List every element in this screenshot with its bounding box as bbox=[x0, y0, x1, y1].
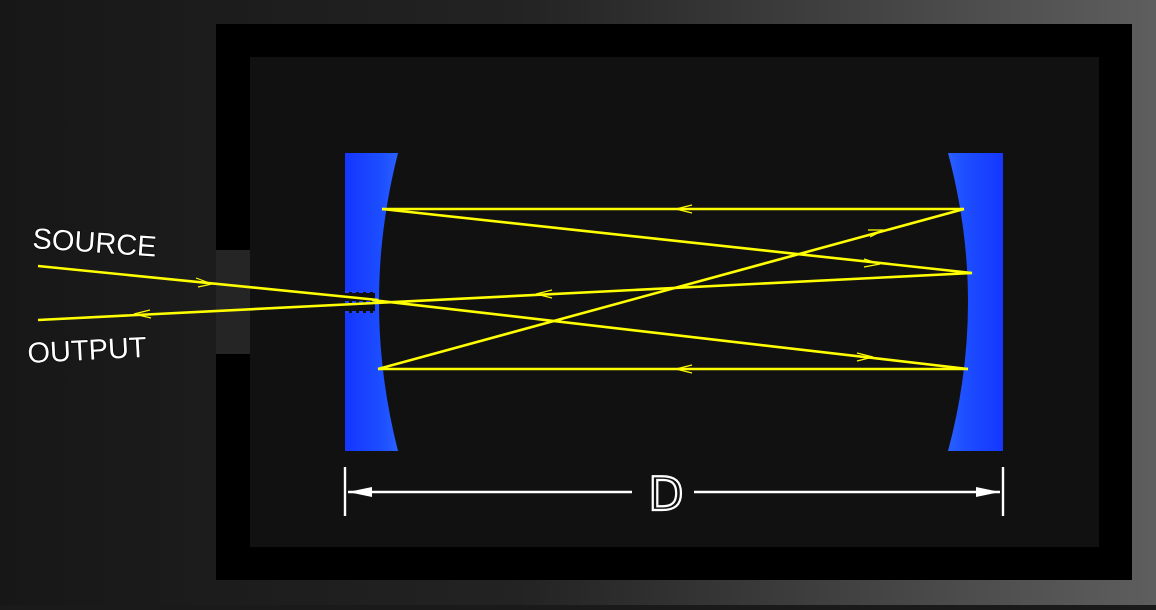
output-beam bbox=[37, 301, 376, 322]
arrow-pass-3 bbox=[868, 229, 885, 238]
arrow-pass-4 bbox=[675, 204, 693, 214]
distance-dimension: D bbox=[343, 466, 1005, 522]
arrow-source bbox=[195, 277, 215, 288]
beam-arrows bbox=[133, 204, 885, 374]
output-label: OUTPUT bbox=[27, 332, 148, 370]
arrow-pass-5 bbox=[863, 258, 881, 268]
arrow-pass-6 bbox=[535, 289, 553, 299]
arrow-pass-1 bbox=[856, 352, 874, 362]
distance-label: D bbox=[648, 467, 683, 521]
source-label: SOURCE bbox=[32, 223, 158, 264]
beam-pass-6 bbox=[374, 271, 973, 305]
dimension-arrow-left bbox=[348, 487, 372, 497]
dimension-arrow-right bbox=[976, 487, 1000, 497]
arrow-output bbox=[133, 309, 152, 319]
arrow-pass-2 bbox=[675, 364, 693, 374]
entrance-port bbox=[216, 250, 250, 354]
right-mirror bbox=[948, 153, 1003, 451]
